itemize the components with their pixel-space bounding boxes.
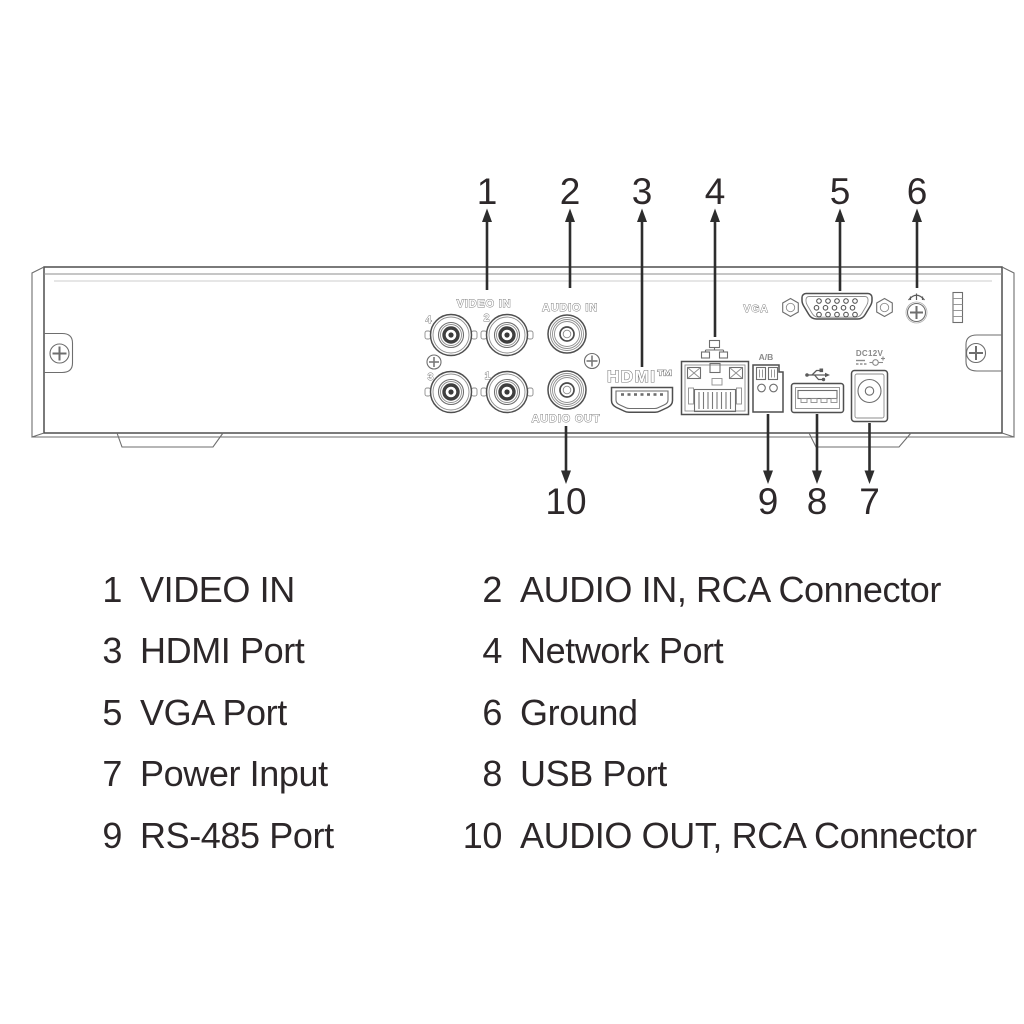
hdmi-label: HDMI™ <box>607 367 675 386</box>
bnc-channel-4-label: 4 <box>426 314 433 326</box>
callout-8: 8 <box>807 481 828 522</box>
legend-number: 1 <box>102 568 122 610</box>
legend-row: 1 VIDEO IN 2 AUDIO IN, RCA Connector <box>74 559 964 621</box>
legend-number: 8 <box>482 753 502 795</box>
audio-in-rca <box>547 314 587 354</box>
legend-number: 10 <box>462 814 503 856</box>
rj45-led-right <box>728 366 744 380</box>
network-icon <box>700 339 729 359</box>
panel-screw-icon <box>583 352 601 370</box>
callout-7: 7 <box>859 481 880 522</box>
vga-nut-right <box>876 297 893 318</box>
dc12v-label: DC12V <box>856 349 884 358</box>
left-foot <box>116 432 224 448</box>
audio-out-rca <box>547 370 587 410</box>
legend-number: 6 <box>482 691 502 733</box>
audio-in-label: AUDIO IN <box>542 302 598 314</box>
bnc-channel-2-label: 2 <box>484 312 491 324</box>
usb-port <box>790 368 845 414</box>
video-in-label: VIDEO IN <box>457 298 512 310</box>
left-panel-screw-icon <box>49 343 70 364</box>
legend-number: 5 <box>102 691 122 733</box>
legend-number: 2 <box>482 568 502 610</box>
legend-label: AUDIO IN, RCA Connector <box>520 568 941 610</box>
network-port <box>680 339 750 416</box>
callouts-top: 1 2 3 4 5 6 <box>477 171 928 367</box>
bnc-connector-2 <box>480 313 534 357</box>
right-foot <box>808 432 912 448</box>
callouts-bottom: 10 9 8 7 <box>545 414 880 522</box>
callout-2: 2 <box>560 171 581 212</box>
legend-label: USB Port <box>520 753 667 795</box>
legend-row: 3 HDMI Port 4 Network Port <box>74 621 964 683</box>
legend: 1 VIDEO IN 2 AUDIO IN, RCA Connector 3 H… <box>74 559 977 867</box>
rs485-ab-label: A/B <box>759 352 774 362</box>
callout-5: 5 <box>830 171 851 212</box>
bnc-connector-1 <box>480 370 534 414</box>
vga-nut-left <box>782 297 799 318</box>
legend-label: Power Input <box>140 753 328 795</box>
legend-number: 3 <box>102 630 122 672</box>
legend-label: Ground <box>520 691 638 733</box>
dc-polarity-icon <box>856 356 885 366</box>
rj45-pins <box>688 387 742 413</box>
legend-row: 5 VGA Port 6 Ground <box>74 682 964 744</box>
rj45-led-left <box>686 366 702 380</box>
legend-label: Network Port <box>520 630 724 672</box>
power-input-jack: DC12V <box>850 349 889 423</box>
legend-label: VIDEO IN <box>140 568 295 610</box>
usb-icon <box>805 368 830 382</box>
legend-label: RS-485 Port <box>140 814 334 856</box>
audio-out-label: AUDIO OUT <box>532 413 601 425</box>
callout-9: 9 <box>758 481 779 522</box>
hdmi-port: HDMI™ <box>606 366 675 413</box>
legend-number: 7 <box>102 753 122 795</box>
legend-label: AUDIO OUT, RCA Connector <box>520 814 977 856</box>
bnc-connector-3 <box>424 370 478 414</box>
ground-screw-icon <box>905 301 928 324</box>
ground-icon <box>908 293 925 301</box>
legend-number: 9 <box>102 814 122 856</box>
legend-label: HDMI Port <box>140 630 305 672</box>
legend-label: VGA Port <box>140 691 287 733</box>
callout-1: 1 <box>477 171 498 212</box>
legend-row: 9 RS-485 Port 10 AUDIO OUT, RCA Connecto… <box>74 805 977 867</box>
rs485-socket-a <box>755 366 767 381</box>
bnc-channel-1-label: 1 <box>485 370 492 382</box>
right-panel-screw-icon <box>965 342 987 364</box>
rs485-socket-b <box>767 366 779 381</box>
callout-10: 10 <box>545 481 586 522</box>
vent-slots <box>952 291 964 324</box>
rs485-terminal: A/B <box>752 352 784 413</box>
bnc-channel-3-label: 3 <box>428 371 435 383</box>
chassis <box>31 266 1015 448</box>
vga-label: VGA <box>743 303 768 315</box>
vga-port: VGA <box>743 292 893 320</box>
callout-4: 4 <box>705 171 726 212</box>
ground-point <box>905 293 928 324</box>
callout-3: 3 <box>632 171 653 212</box>
vga-pins <box>813 298 858 318</box>
callout-6: 6 <box>907 171 928 212</box>
panel-screw-icon <box>426 354 442 370</box>
video-in-bnc-group: VIDEO IN 4 2 3 1 <box>424 298 601 414</box>
left-screw-recess <box>44 332 74 374</box>
legend-number: 4 <box>482 630 502 672</box>
legend-row: 7 Power Input 8 USB Port <box>74 744 964 806</box>
bnc-connector-4 <box>424 313 478 357</box>
device-rear-panel-drawing: VIDEO IN 4 2 3 1 <box>31 171 1015 522</box>
